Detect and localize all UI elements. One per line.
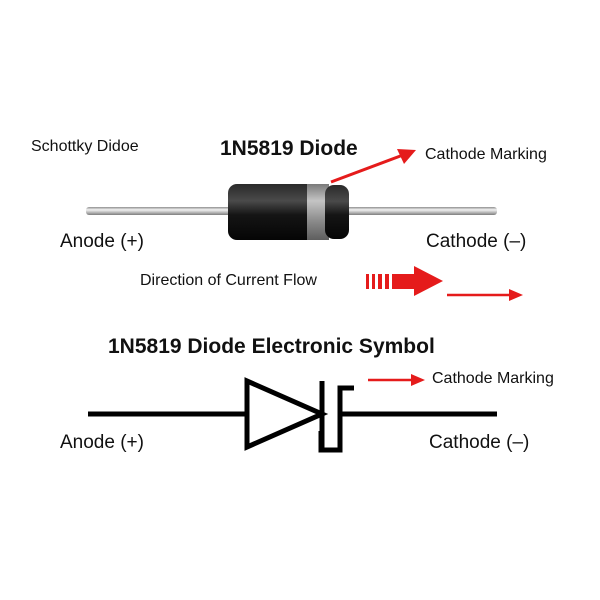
red-arrow-icon (447, 289, 523, 301)
symbol-schottky-bar (318, 385, 354, 453)
diode-symbol-icon (88, 377, 497, 453)
cathode-marking-label-bottom: Cathode Marking (432, 370, 554, 387)
diode-title: 1N5819 Diode (220, 137, 358, 160)
cathode-marking-label-top: Cathode Marking (425, 146, 547, 163)
dashed-flow-arrow-icon (366, 266, 443, 296)
anode-label-bottom: Anode (+) (60, 432, 144, 453)
symbol-triangle (244, 377, 329, 451)
cathode-label-top: Cathode (–) (426, 231, 527, 252)
cathode-label-bottom: Cathode (–) (429, 432, 530, 453)
schottky-label: Schottky Didoe (31, 138, 139, 155)
cathode-lead (340, 207, 497, 215)
diode-body (228, 184, 316, 240)
diode-component (86, 184, 497, 240)
anode-label-top: Anode (+) (60, 231, 144, 252)
symbol-title: 1N5819 Diode Electronic Symbol (108, 335, 435, 358)
cathode-band (307, 184, 329, 240)
anode-lead (86, 207, 236, 215)
red-arrow-icon (330, 149, 416, 184)
diode-end-cap (325, 185, 349, 239)
current-flow-label: Direction of Current Flow (140, 272, 317, 289)
red-arrow-icon (368, 374, 425, 386)
